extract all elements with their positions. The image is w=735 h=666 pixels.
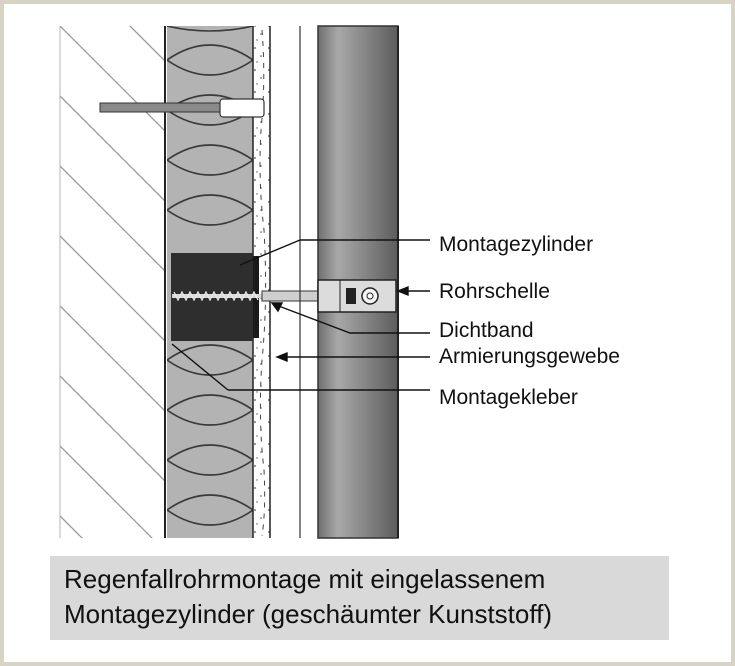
- label-armierungsgewebe: Armierungsgewebe: [439, 345, 620, 368]
- pipe-clamp: [317, 279, 397, 313]
- wall-dowel: [99, 98, 265, 118]
- label-montagekleber: Montagekleber: [439, 386, 578, 409]
- plaster-layer: [253, 26, 271, 538]
- masonry-wall: [59, 26, 166, 538]
- caption-line-2: Montagezylinder (geschäumter Kunststoff): [64, 599, 552, 629]
- label-rohrschelle: Rohrschelle: [439, 280, 550, 303]
- leader-lines: [171, 239, 430, 391]
- label-montagezylinder: Montagezylinder: [439, 233, 594, 256]
- leader-dichtband: [275, 304, 430, 334]
- caption-line-1: Regenfallrohrmontage mit eingelassenem: [64, 564, 546, 594]
- label-dichtband: Dichtband: [439, 319, 534, 342]
- figure-caption: Regenfallrohrmontage mit eingelassenem M…: [50, 556, 669, 640]
